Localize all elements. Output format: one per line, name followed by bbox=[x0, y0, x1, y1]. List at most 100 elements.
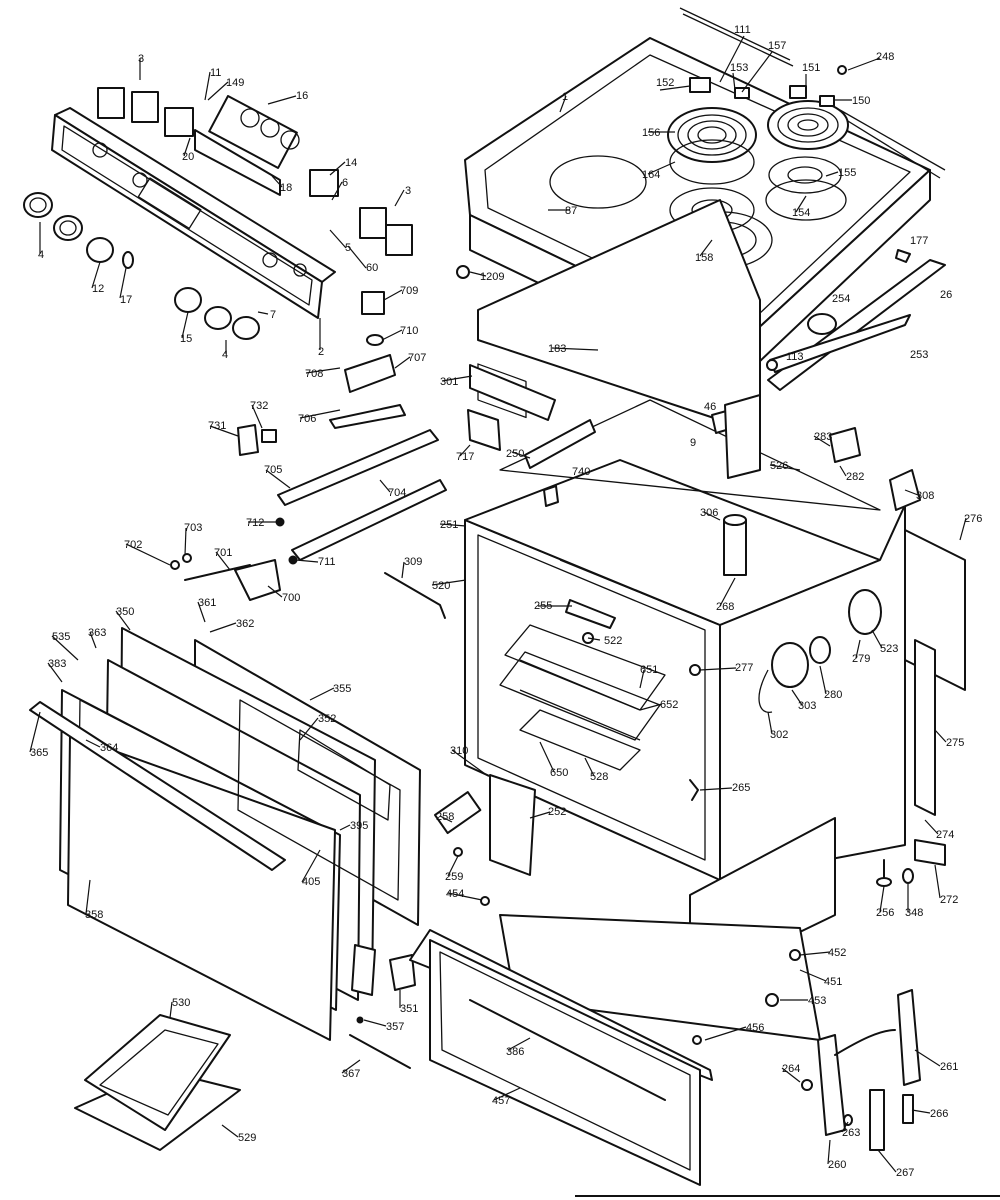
leader-line bbox=[331, 181, 343, 201]
label-254: 254 bbox=[832, 293, 850, 305]
label-651: 651 bbox=[640, 664, 658, 676]
leader-line bbox=[529, 811, 551, 819]
label-152: 152 bbox=[656, 77, 674, 89]
leader-line bbox=[383, 289, 403, 301]
label-732: 732 bbox=[250, 400, 268, 412]
label-155: 155 bbox=[838, 167, 856, 179]
leader-line bbox=[639, 703, 663, 711]
leader-line bbox=[447, 855, 459, 877]
label-cooktop: 1 bbox=[562, 91, 568, 103]
label-703: 703 bbox=[184, 522, 202, 534]
leader-line bbox=[394, 189, 405, 207]
broiler-pan bbox=[74, 1014, 241, 1151]
label-274: 274 bbox=[936, 829, 954, 841]
label-361: 361 bbox=[198, 597, 216, 609]
leader-line bbox=[181, 311, 189, 339]
leader-line bbox=[221, 1124, 239, 1138]
leader-line bbox=[394, 356, 411, 369]
label-282: 282 bbox=[846, 471, 864, 483]
label-717: 717 bbox=[456, 451, 474, 463]
leader-line bbox=[89, 631, 97, 649]
leader-line bbox=[699, 667, 737, 671]
terminal-blocks bbox=[689, 65, 847, 107]
leader-line bbox=[959, 517, 967, 541]
leader-line bbox=[813, 435, 831, 447]
label-364: 364 bbox=[100, 742, 118, 754]
leader-line bbox=[493, 1087, 521, 1101]
label-1209: 1209 bbox=[480, 271, 504, 283]
label-386: 386 bbox=[506, 1046, 524, 1058]
leader-line bbox=[819, 665, 827, 695]
leader-line bbox=[551, 347, 599, 351]
side-panel-right bbox=[904, 529, 966, 816]
leader-line bbox=[125, 543, 171, 566]
label-309: 309 bbox=[404, 556, 422, 568]
label-308: 308 bbox=[916, 490, 934, 502]
label-452: 452 bbox=[828, 947, 846, 959]
leader-line bbox=[184, 527, 187, 556]
label-652: 652 bbox=[660, 699, 678, 711]
label-183: 183 bbox=[548, 343, 566, 355]
leader-line bbox=[207, 81, 229, 101]
leader-line bbox=[719, 35, 745, 83]
label-261: 261 bbox=[940, 1061, 958, 1073]
leader-line bbox=[914, 1049, 941, 1067]
label-363: 363 bbox=[88, 627, 106, 639]
label-283: 283 bbox=[814, 431, 832, 443]
label-535: 535 bbox=[52, 631, 70, 643]
leader-line bbox=[904, 489, 919, 496]
leader-line bbox=[719, 577, 736, 607]
leader-line bbox=[309, 687, 335, 701]
label-251: 251 bbox=[440, 519, 458, 531]
label-351: 351 bbox=[400, 1003, 418, 1015]
control-knobs bbox=[23, 192, 385, 346]
label-158: 158 bbox=[695, 252, 713, 264]
label-711: 711 bbox=[318, 556, 336, 568]
label-706: 706 bbox=[298, 413, 316, 425]
surface-unit-left bbox=[667, 107, 773, 269]
label-712: 712 bbox=[246, 517, 264, 529]
label-457: 457 bbox=[492, 1095, 510, 1107]
leader-line bbox=[639, 669, 645, 689]
label-258: 258 bbox=[436, 811, 454, 823]
leader-line bbox=[379, 479, 391, 493]
label-4-bottom: 4 bbox=[222, 349, 228, 361]
label-267: 267 bbox=[896, 1167, 914, 1179]
label-9: 9 bbox=[690, 437, 696, 449]
label-526: 526 bbox=[770, 460, 788, 472]
leader-line bbox=[699, 239, 713, 257]
label-529: 529 bbox=[238, 1132, 256, 1144]
storage-drawer bbox=[409, 914, 821, 1186]
leader-line bbox=[295, 559, 319, 563]
label-17: 17 bbox=[120, 294, 132, 306]
leader-line bbox=[267, 95, 297, 105]
label-156: 156 bbox=[642, 127, 660, 139]
surface-unit-right bbox=[765, 100, 849, 221]
leader-line bbox=[459, 444, 471, 457]
label-348: 348 bbox=[905, 907, 923, 919]
leader-line bbox=[647, 161, 676, 175]
label-150: 150 bbox=[852, 95, 870, 107]
leader-line bbox=[381, 329, 403, 341]
label-405: 405 bbox=[302, 876, 320, 888]
backsplash-panel bbox=[51, 107, 336, 319]
label-164: 164 bbox=[642, 169, 660, 181]
leader-line bbox=[855, 639, 861, 659]
label-355: 355 bbox=[333, 683, 351, 695]
leader-line bbox=[329, 161, 346, 176]
leader-line bbox=[363, 1019, 387, 1027]
label-6: 6 bbox=[342, 177, 348, 189]
leader-line bbox=[91, 261, 101, 289]
leader-line bbox=[741, 51, 773, 93]
label-272: 272 bbox=[940, 894, 958, 906]
label-522: 522 bbox=[604, 635, 622, 647]
leader-line bbox=[769, 464, 801, 471]
leader-line bbox=[934, 729, 947, 743]
leader-line bbox=[704, 1026, 747, 1041]
label-14: 14 bbox=[345, 157, 357, 169]
leader-line bbox=[209, 425, 239, 437]
label-650: 650 bbox=[550, 767, 568, 779]
label-451: 451 bbox=[824, 976, 842, 988]
label-248: 248 bbox=[876, 51, 894, 63]
